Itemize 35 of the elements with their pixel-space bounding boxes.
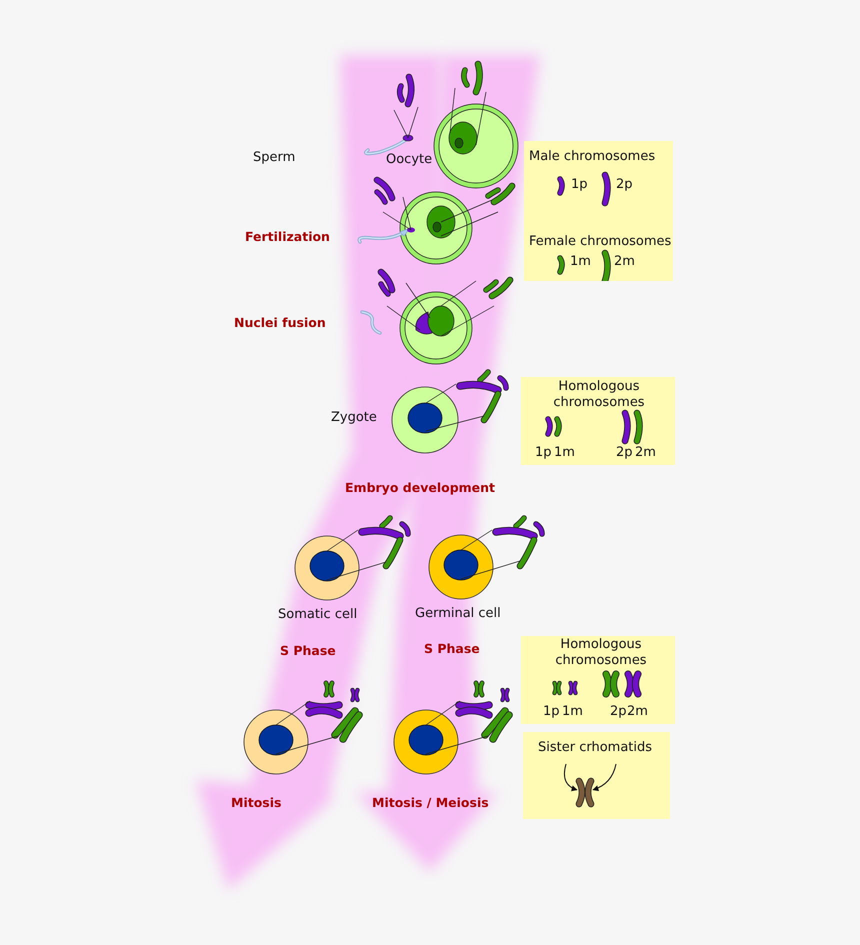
chromosome-label: 2p: [616, 445, 633, 461]
chromosome-label: 2m: [614, 254, 635, 270]
stage-label: Mitosis: [231, 795, 282, 811]
chromosome-label: Female chromosomes: [529, 234, 672, 250]
info-panel: [523, 732, 670, 819]
arrow: [592, 764, 616, 791]
stage-label: S Phase: [280, 643, 336, 659]
chromosome-label: 2m: [635, 445, 656, 461]
panel-heading: Homologous chromosomes: [554, 637, 648, 669]
stage-label: Mitosis / Meiosis: [372, 795, 489, 811]
chromosome-label: 2p: [616, 177, 633, 193]
stage-label: S Phase: [424, 641, 480, 657]
cell-label: Somatic cell: [278, 607, 358, 623]
panel-heading: Homologous chromosomes: [552, 379, 646, 411]
cell-label: Sperm: [253, 150, 296, 166]
stage-label: Nuclei fusion: [234, 315, 326, 331]
cell-label: Oocyte: [386, 152, 432, 168]
arrow: [564, 764, 578, 791]
chromosome-label: 1m: [562, 704, 583, 720]
info-panel: [521, 377, 675, 465]
stage-label: Fertilization: [245, 229, 330, 245]
panel-heading: Sister crhomatids: [538, 740, 652, 756]
chromosome-label: 2p: [610, 704, 627, 720]
info-panel: [524, 141, 673, 281]
info-panel: [521, 636, 675, 724]
chromosome-label: 1p: [543, 704, 560, 720]
chromosome-label: 2m: [627, 704, 648, 720]
chromosome-label: 1p: [535, 445, 552, 461]
chromosome-label: 1p: [571, 177, 588, 193]
cell-label: Germinal cell: [415, 606, 501, 622]
cell-label: Zygote: [331, 410, 377, 426]
chromosome-label: 1m: [570, 254, 591, 270]
panel-heading: Male chromosomes: [529, 149, 656, 165]
chromosome-label: 1m: [554, 445, 575, 461]
stage-label: Embryo development: [345, 480, 496, 496]
